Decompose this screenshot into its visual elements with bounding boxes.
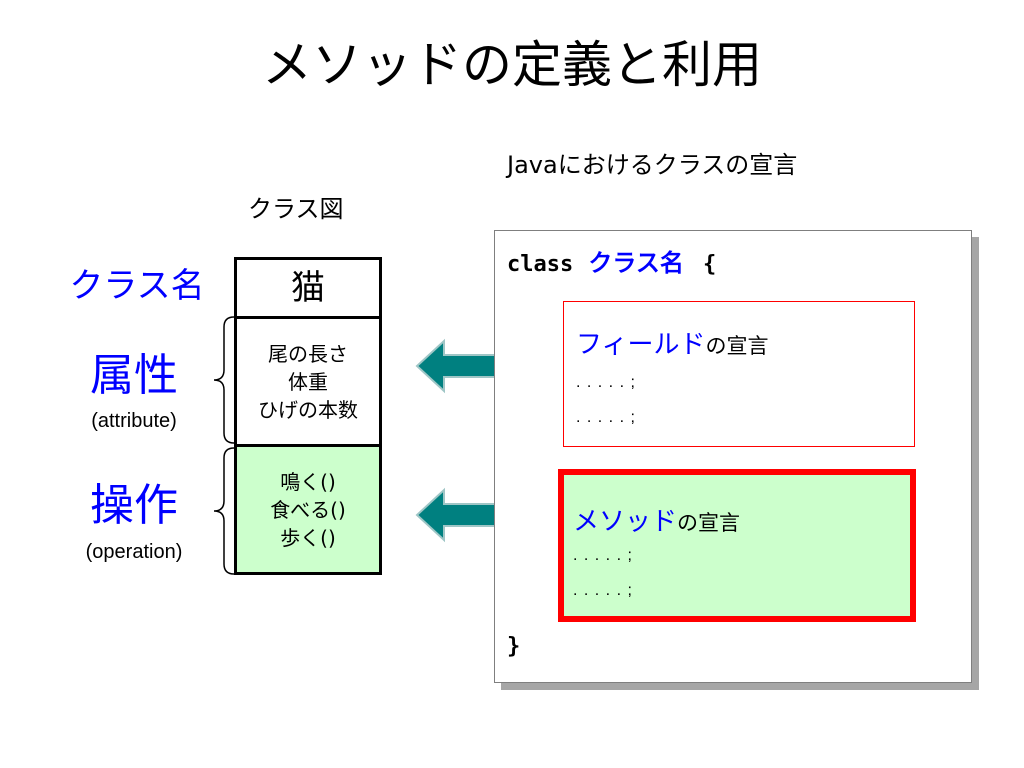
- field-line: . . . . . ;: [576, 409, 636, 426]
- operation-label: 操作: [90, 480, 178, 531]
- attribute-item: ひげの本数: [258, 397, 358, 422]
- brace-group: [213, 316, 235, 575]
- class-name-label: クラス名: [69, 266, 205, 306]
- attribute-compartment: 尾の長さ 体重 ひげの本数: [234, 316, 382, 447]
- open-brace: {: [702, 252, 717, 277]
- operation-compartment: 鳴く() 食べる() 歩く(): [234, 444, 382, 575]
- page-title: メソッドの定義と利用: [262, 36, 762, 94]
- field-line: . . . . . ;: [576, 374, 636, 391]
- class-diagram: 猫 尾の長さ 体重 ひげの本数 鳴く() 食べる() 歩く(): [234, 257, 382, 575]
- code-class-name: クラス名: [588, 249, 684, 277]
- method-suffix: の宣言: [677, 511, 741, 535]
- field-heading: フィールドの宣言: [576, 324, 768, 361]
- operation-item: 鳴く(): [280, 469, 336, 494]
- attribute-brace: [213, 316, 235, 444]
- method-line: . . . . . ;: [573, 547, 633, 564]
- class-name-text: 猫: [291, 268, 325, 308]
- operation-item: 食べる(): [270, 497, 346, 522]
- method-declaration-box: メソッドの宣言 . . . . . ; . . . . . ;: [558, 469, 916, 622]
- operation-english-label: (operation): [85, 541, 183, 563]
- method-heading: メソッドの宣言: [573, 501, 740, 538]
- attribute-label: 属性: [90, 350, 178, 401]
- attribute-english-label: (attribute): [91, 410, 177, 432]
- method-title: メソッド: [573, 507, 678, 537]
- close-brace: }: [507, 634, 521, 659]
- class-diagram-caption: クラス図: [248, 195, 344, 223]
- java-declaration-caption: Javaにおけるクラスの宣言: [507, 151, 798, 179]
- class-keyword: class: [507, 252, 574, 277]
- field-declaration-box: フィールドの宣言 . . . . . ; . . . . . ;: [563, 301, 915, 447]
- field-suffix: の宣言: [705, 334, 769, 358]
- operation-item: 歩く(): [280, 525, 336, 550]
- operation-brace: [213, 447, 235, 575]
- attribute-item: 体重: [288, 369, 328, 394]
- field-title: フィールド: [576, 330, 706, 360]
- class-name-compartment: 猫: [234, 257, 382, 319]
- method-line: . . . . . ;: [573, 582, 633, 599]
- class-declaration-line: class クラス名 {: [507, 243, 716, 278]
- attribute-item: 尾の長さ: [268, 341, 348, 366]
